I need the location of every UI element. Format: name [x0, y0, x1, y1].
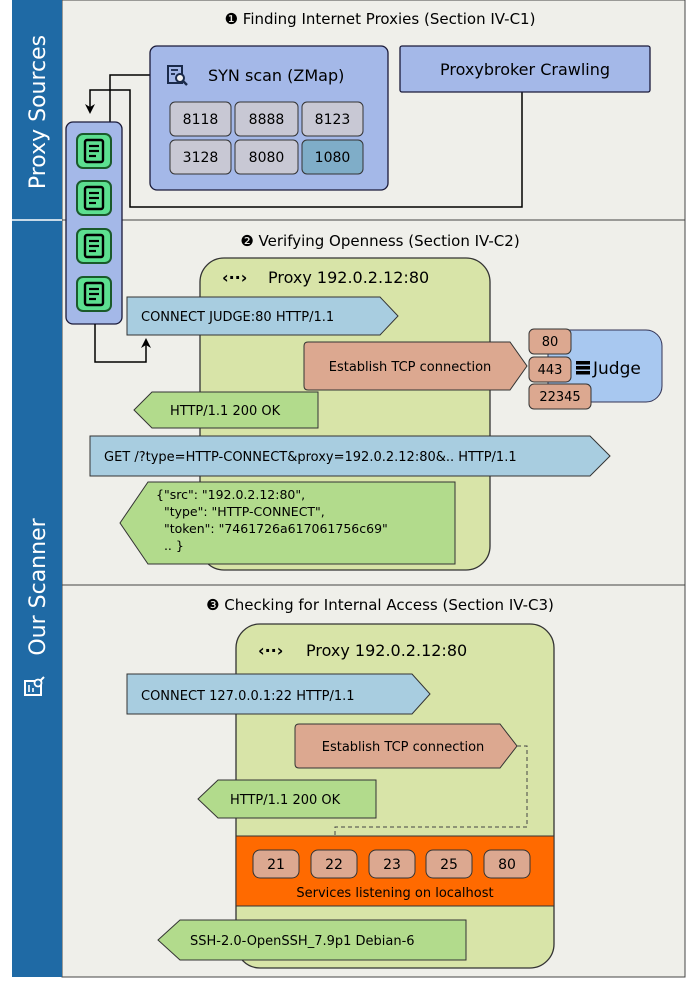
establish-tcp-2 — [303, 341, 528, 391]
service-port-label: 21 — [267, 857, 285, 873]
sidebar-our-scanner — [12, 220, 62, 977]
json-line: "type": "HTTP-CONNECT", — [156, 504, 325, 519]
ok-response-2-label: HTTP/1.1 200 OK — [170, 404, 281, 419]
crawler-to-list-connector — [85, 89, 523, 208]
port-chip — [169, 101, 232, 137]
connect-judge-request — [126, 296, 399, 336]
port-chip-label: 8123 — [315, 112, 351, 128]
json-response — [119, 481, 456, 565]
ok-response-3 — [197, 779, 377, 819]
judge-port-label: 22345 — [539, 390, 580, 405]
proxybroker-box — [399, 45, 651, 93]
judge-label: Judge — [592, 359, 641, 379]
json-line: .. } — [156, 538, 184, 553]
proxy-label-2: Proxy 192.0.2.12:80 — [268, 268, 429, 287]
proxy-arrows-icon: ‹··› — [222, 268, 247, 287]
service-port-label: 80 — [498, 857, 516, 873]
get-request-label: GET /?type=HTTP-CONNECT&proxy=192.0.2.12… — [104, 450, 517, 465]
port-chip-highlighted — [301, 139, 364, 175]
establish-tcp-2-label: Establish TCP connection — [329, 360, 492, 375]
scan-ports: 8118 8888 8123 3128 8080 1080 — [169, 101, 364, 175]
list-document-icon — [76, 180, 112, 216]
port-chip-label: 1080 — [315, 150, 351, 166]
tcp-to-service-connector — [331, 745, 528, 846]
localhost-ports: 21 22 23 25 80 — [252, 849, 531, 879]
ssh-banner-label: SSH-2.0-OpenSSH_7.9p1 Debian-6 — [190, 934, 415, 949]
service-port-label: 23 — [383, 857, 401, 873]
list-document-icon — [76, 276, 112, 312]
port-chip — [234, 101, 299, 137]
get-request — [89, 435, 611, 477]
service-port-label: 25 — [440, 857, 458, 873]
proxy-label-3: Proxy 192.0.2.12:80 — [306, 641, 467, 660]
ok-response-3-label: HTTP/1.1 200 OK — [230, 793, 341, 808]
scanner-search-icon — [24, 676, 45, 696]
port-chip — [169, 139, 232, 175]
proxybroker-label: Proxybroker Crawling — [440, 60, 610, 79]
list-document-icon — [76, 133, 112, 169]
section2-title: ❷ Verifying Openness (Section IV-C2) — [240, 232, 519, 250]
ok-response-2 — [133, 391, 319, 429]
sidebar-our-scanner-label: Our Scanner — [26, 517, 51, 655]
json-line: "token": "7461726a617061756c69" — [156, 521, 388, 536]
service-port-label: 22 — [325, 857, 343, 873]
list-to-request-connector — [94, 324, 151, 363]
service-port-chip — [310, 849, 358, 879]
establish-tcp-3-label: Establish TCP connection — [322, 740, 485, 755]
port-chip — [234, 139, 299, 175]
establish-tcp-3 — [294, 723, 518, 769]
service-port-chip — [425, 849, 473, 879]
server-icon — [576, 361, 590, 375]
service-port-chip — [368, 849, 416, 879]
sidebar-proxy-sources — [12, 0, 62, 220]
judge-port-chip — [528, 328, 572, 355]
json-line: {"src": "192.0.2.12:80", — [156, 487, 305, 502]
section3-title: ❸ Checking for Internal Access (Section … — [206, 596, 554, 614]
section1-title: ❶ Finding Internet Proxies (Section IV-C… — [225, 10, 536, 28]
port-chip — [301, 101, 364, 137]
proxy-list — [65, 121, 123, 325]
service-port-chip — [252, 849, 300, 879]
judge-port-label: 443 — [538, 363, 563, 378]
scan-to-list-connector — [109, 74, 150, 126]
sidebar-proxy-sources-label: Proxy Sources — [26, 35, 51, 189]
service-port-chip — [483, 849, 531, 879]
services-label: Services listening on localhost — [296, 886, 493, 901]
port-chip-label: 8080 — [249, 150, 285, 166]
list-document-icon — [76, 228, 112, 264]
connect-localhost-request — [126, 673, 431, 715]
connect-judge-label: CONNECT JUDGE:80 HTTP/1.1 — [141, 310, 334, 325]
judge-port-label: 80 — [542, 335, 559, 350]
judge-port-chip — [528, 383, 592, 410]
syn-scan-label: SYN scan (ZMap) — [208, 66, 344, 85]
port-chip-label: 8888 — [249, 112, 285, 128]
connect-localhost-label: CONNECT 127.0.0.1:22 HTTP/1.1 — [141, 689, 355, 704]
port-chip-label: 8118 — [183, 112, 219, 128]
proxy-arrows-icon: ‹··› — [258, 641, 283, 660]
ssh-banner — [157, 919, 467, 961]
port-chip-label: 3128 — [183, 150, 219, 166]
judge-port-chip — [528, 356, 572, 383]
